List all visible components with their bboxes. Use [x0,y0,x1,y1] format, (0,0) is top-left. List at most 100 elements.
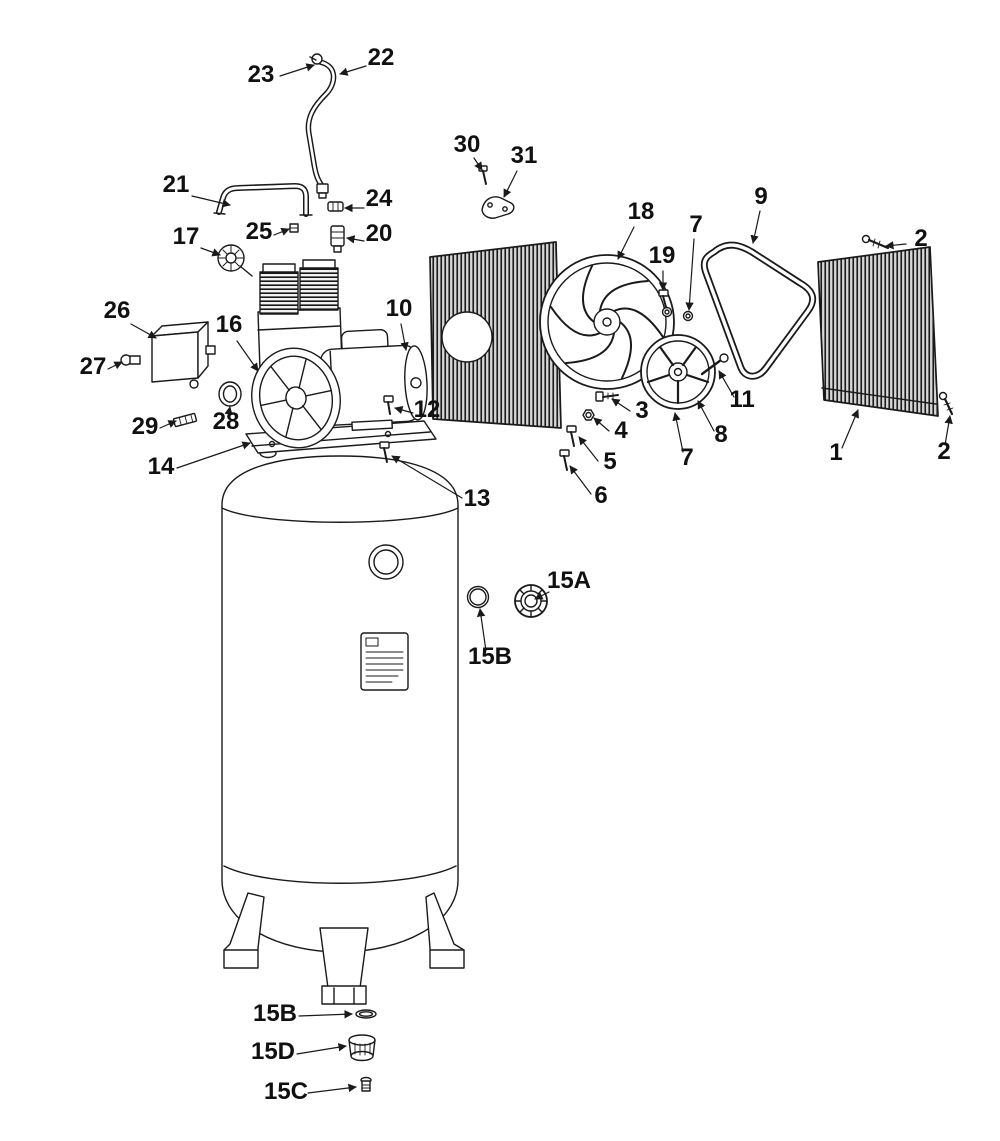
callout-1: 1 [829,439,842,466]
tank-top-seam [221,507,459,523]
nut-4 [582,409,595,421]
callout-31: 31 [511,142,538,169]
cylinder-heads [259,259,339,315]
callout-30: 30 [454,131,481,158]
callout-26: 26 [104,297,131,324]
leader-line-14 [176,441,251,469]
callout-19: 19 [649,242,676,269]
callout-13: 13 [464,485,491,512]
callout-27: 27 [80,353,107,380]
callout-14: 14 [148,453,175,480]
leader-line-1 [841,409,859,449]
callout-8: 8 [714,421,727,448]
leader-line-31 [503,170,518,198]
leader-line-4 [593,417,610,432]
tank-port [368,544,404,580]
coupler-28 [218,381,242,407]
leader-line-3 [611,398,631,412]
callout-25: 25 [246,218,273,245]
drain-parts [348,1009,377,1092]
pulley [640,334,716,410]
fitting-20 [330,225,345,253]
callout-7: 7 [689,211,702,238]
fitting-27 [120,354,141,366]
nipple-29 [172,412,198,428]
cooling-fan [539,254,675,390]
drain-plug-15c [360,1076,372,1092]
leader-line-10 [400,323,409,351]
callout-24: 24 [366,185,393,212]
callout-15B: 15B [468,643,512,670]
motor-foot [351,419,393,431]
leader-line-28 [224,406,233,418]
leader-line-21 [191,195,231,208]
callout-4: 4 [614,417,628,444]
screw-2-bottom [938,391,954,416]
leader-line-7 [672,412,684,453]
callout-5: 5 [603,448,616,475]
pump-flywheel [251,347,341,449]
leader-line-12 [394,405,414,415]
tube-bottom-fitting [316,183,329,194]
callout-20: 20 [366,220,393,247]
screw-2-top [861,234,890,250]
handle [213,183,313,217]
callout-9: 9 [754,183,767,210]
callout-22: 22 [368,44,395,71]
callout-15D: 15D [251,1038,295,1065]
drain-coupling-15d [348,1034,376,1062]
leader-line-27 [107,361,123,370]
callout-2: 2 [937,438,950,465]
callout-12: 12 [414,396,441,423]
callout-18: 18 [628,198,655,225]
leader-line-20 [346,235,365,244]
callout-15B: 15B [253,1000,297,1027]
callout-10: 10 [386,295,413,322]
leader-line-15D [296,1043,347,1055]
flange-nut-15a [514,584,548,618]
bolt-6 [559,449,570,471]
leader-line-6 [569,465,592,495]
leader-line-26 [130,323,157,339]
air-filter [217,244,253,277]
leader-line-17 [200,247,221,257]
leader-line-9 [750,210,761,244]
washer-7 [682,310,694,322]
callout-28: 28 [213,408,240,435]
tank [221,447,459,953]
callout-17: 17 [173,223,200,250]
screw-30 [478,165,488,185]
nameplate [360,632,409,691]
leader-line-16 [236,340,259,372]
tube-top-fitting [311,53,323,65]
callout-15A: 15A [547,567,591,594]
bolt-11 [700,353,729,376]
callout-21: 21 [163,171,190,198]
leader-line-7 [685,238,695,311]
leader-line-11 [718,370,735,398]
callout-11: 11 [729,386,754,413]
leader-line-23 [279,63,315,77]
leader-line-15B [476,608,487,652]
bracket-31 [481,196,515,219]
leader-line-29 [159,420,177,429]
bolt-12 [383,395,394,415]
tank-legs [223,892,465,1005]
callout-23: 23 [248,61,275,88]
oring-15b [466,585,490,609]
fan-shroud-panel [429,241,562,429]
leader-line-5 [578,436,599,462]
rear-grille-panel [817,246,939,417]
right-leg [425,892,465,969]
leader-line-18 [617,226,635,260]
leader-line-15A [534,591,550,600]
fitting-25 [289,223,299,233]
leader-line-8 [697,400,715,432]
callout-7: 7 [680,444,693,471]
callout-3: 3 [635,397,648,424]
leader-line-22 [339,65,367,76]
callout-16: 16 [216,311,243,338]
leader-line-25 [273,227,290,236]
drive-belt [700,241,817,380]
